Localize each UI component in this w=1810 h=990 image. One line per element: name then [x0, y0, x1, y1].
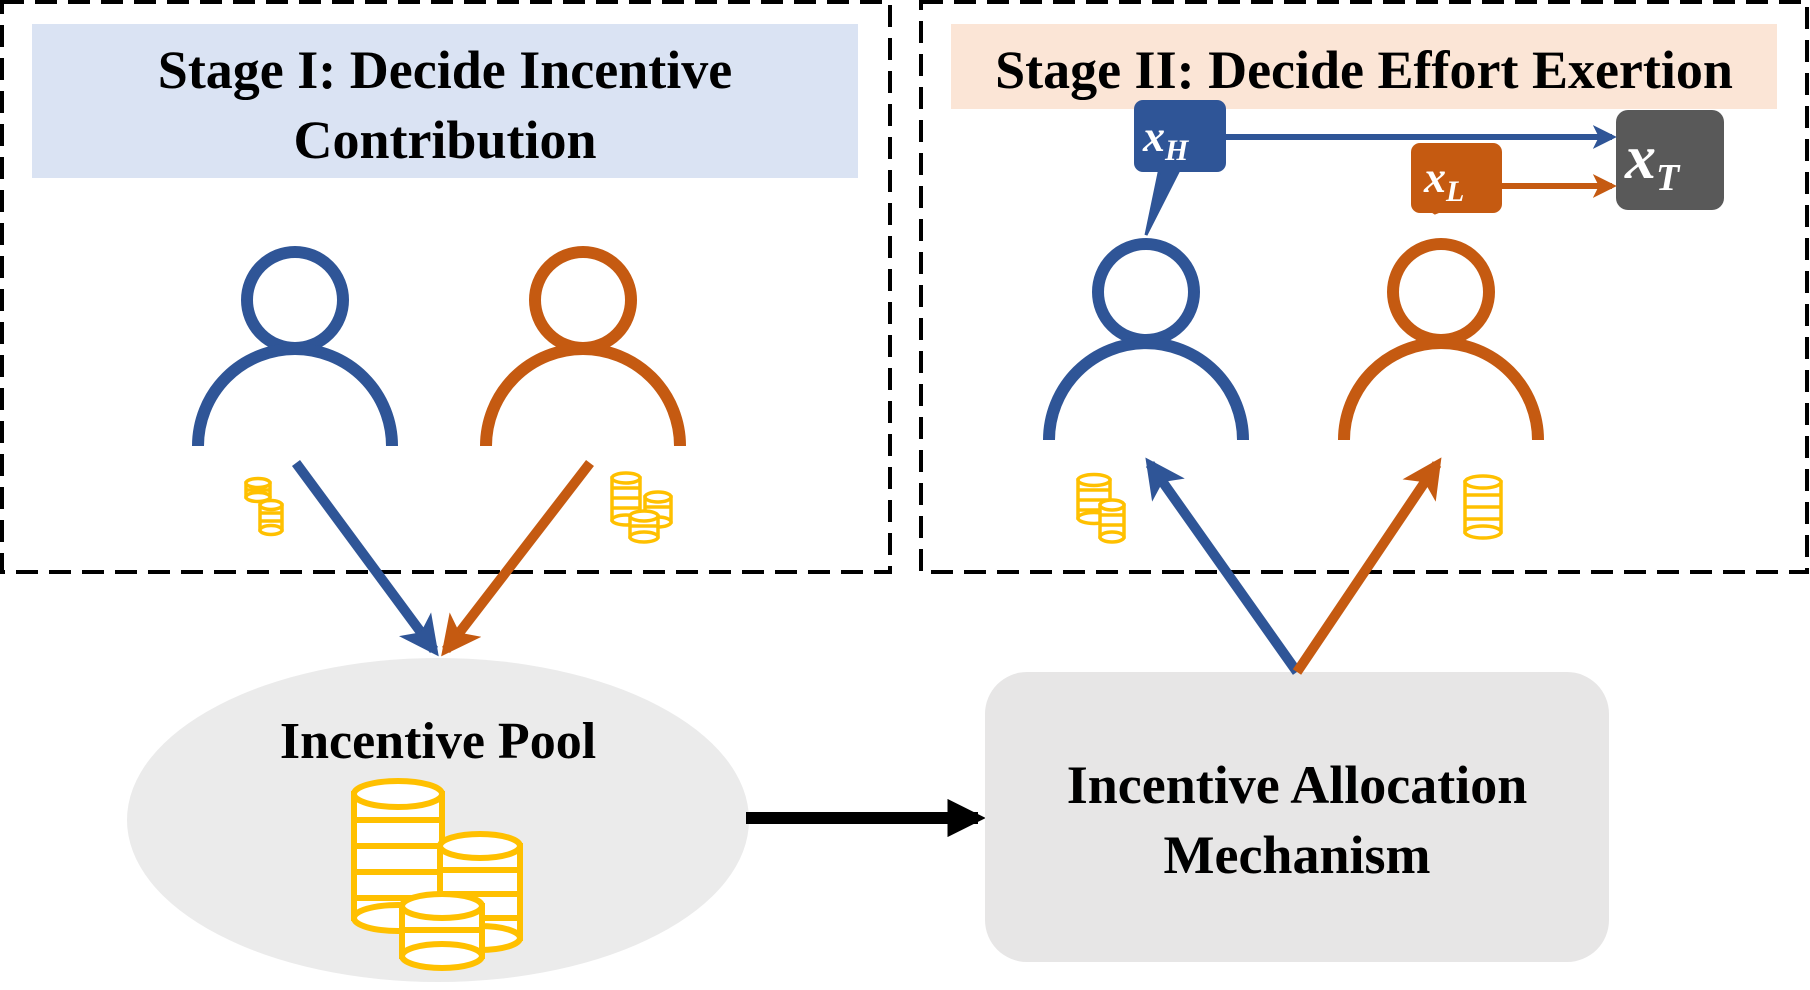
target-effort-xt-box: xT	[1616, 110, 1724, 210]
xh-label: xH	[1142, 112, 1190, 167]
large-coin-stack-icon	[610, 471, 673, 544]
blue-allocation-arrow	[1145, 457, 1302, 675]
xt-label: xT	[1624, 124, 1681, 199]
stage-1-panel: Stage I: Decide Incentive Contribution	[0, 0, 892, 657]
xl-label: xL	[1423, 153, 1464, 208]
stage-2-panel: Stage II: Decide Effort Exertion	[919, 0, 1809, 574]
incentive-pool-title: Incentive Pool	[280, 713, 596, 770]
mechanism-title-line-1: Incentive Allocation	[1067, 755, 1527, 815]
mechanism-title-line-2: Mechanism	[1164, 825, 1431, 885]
incentive-allocation-mechanism: Incentive Allocation Mechanism	[985, 672, 1609, 962]
orange-allocation-arrow	[1292, 457, 1442, 675]
stage-1-title-background	[32, 24, 858, 178]
small-coin-stack-icon	[244, 476, 284, 537]
blue-contribution-arrow	[291, 460, 439, 657]
single-coin-stack-icon	[1463, 474, 1503, 540]
mechanism-box	[985, 672, 1609, 962]
stage-2-title: Stage II: Decide Effort Exertion	[995, 40, 1733, 100]
stage-1-title-line-2: Contribution	[293, 110, 596, 170]
pool-coin-stack-icon	[351, 778, 523, 971]
medium-coin-stack-icon	[1076, 472, 1126, 544]
stage-1-border	[0, 0, 892, 574]
high-type-user-icon	[192, 246, 398, 447]
incentive-pool: Incentive Pool	[127, 658, 749, 982]
effort-xl-callout: xL	[1411, 143, 1502, 215]
low-type-user-icon-stage-2	[1338, 238, 1544, 441]
orange-contribution-arrow	[441, 459, 594, 657]
stage-2-title-background	[951, 24, 1777, 109]
high-type-user-icon-stage-2	[1043, 238, 1249, 441]
low-type-user-icon	[480, 246, 686, 447]
stage-1-title-line-1: Stage I: Decide Incentive	[158, 40, 732, 100]
effort-xh-callout: xH	[1134, 100, 1226, 236]
